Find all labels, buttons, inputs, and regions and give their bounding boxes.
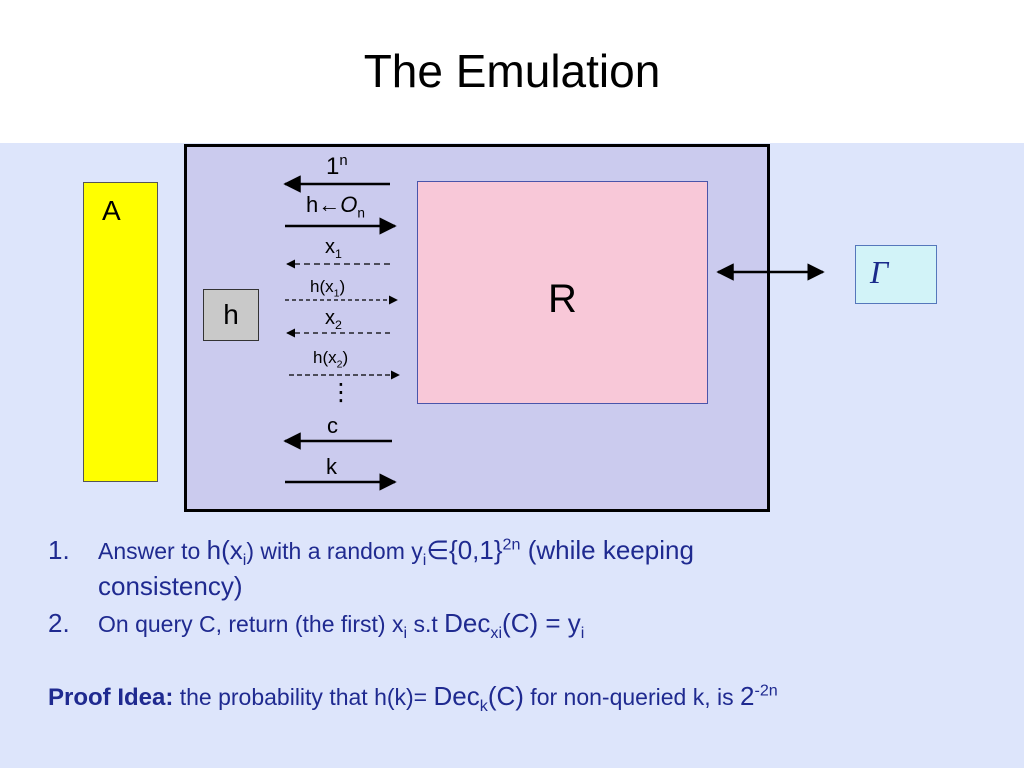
msg-x1-label: x1: [325, 236, 342, 261]
msg-c-label: c: [327, 413, 338, 438]
proof-idea: Proof Idea: the probability that h(k)= D…: [48, 681, 778, 716]
note-item-2-number: 2.: [48, 607, 70, 638]
msg-hx1-label: h(x1): [310, 277, 346, 300]
adversary-box: A: [83, 182, 158, 482]
note-item-2: 2. On query C, return (the first) xi s.t…: [48, 607, 585, 642]
msg-hx2-label: h(x2): [313, 348, 349, 371]
reduction-box: R: [417, 181, 708, 404]
msg-1n-label: 1n: [326, 153, 348, 180]
msg-x2-label: x2: [325, 307, 342, 332]
proof-idea-label: Proof Idea:: [48, 684, 174, 712]
note-item-1: 1. Answer to h(xi) with a random yi∈{0,1…: [48, 535, 694, 601]
note-item-1-number: 1.: [48, 535, 70, 565]
reduction-label: R: [548, 277, 577, 321]
msg-k-label: k: [326, 454, 337, 479]
adversary-label: A: [102, 195, 121, 226]
notes-block: 1. Answer to h(xi) with a random yi∈{0,1…: [48, 535, 988, 717]
gamma-label: Γ: [870, 254, 889, 290]
msg-h-On-label: h←On: [306, 192, 365, 221]
gamma-box: Γ: [855, 245, 937, 304]
hash-box: h: [203, 289, 259, 341]
slide-title: The Emulation: [363, 45, 661, 97]
ellipsis-dots: ⋮: [329, 379, 353, 406]
